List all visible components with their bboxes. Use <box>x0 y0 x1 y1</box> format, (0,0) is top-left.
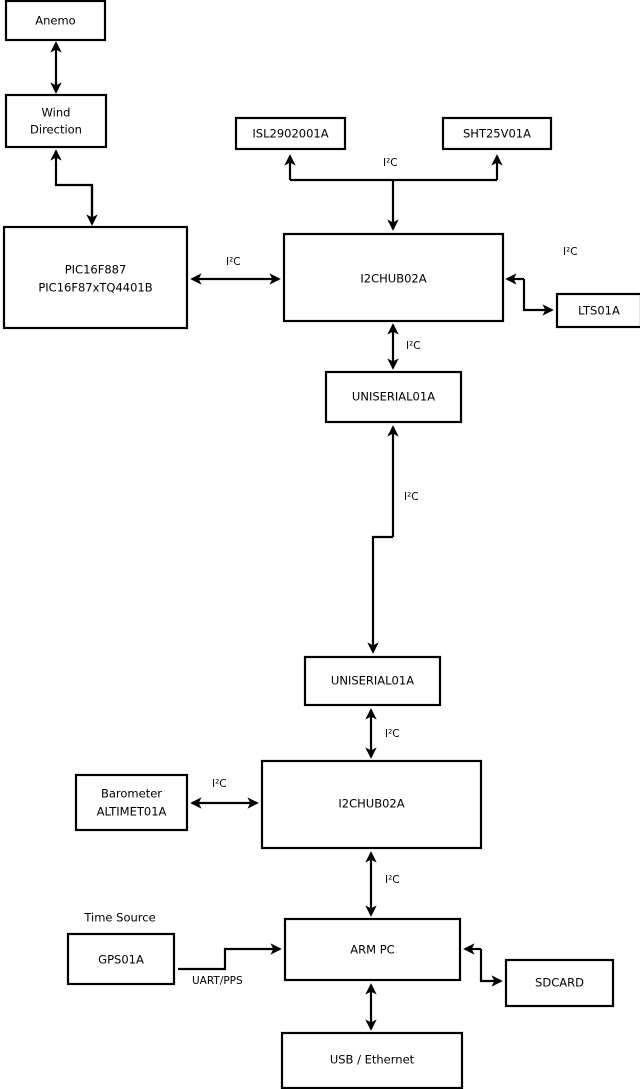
node-usb-ethernet-box[interactable] <box>280 1031 464 1089</box>
node-sdcard-box[interactable] <box>504 958 615 1008</box>
node-gps01a-label: GPS01A <box>98 953 144 967</box>
node-isl2902001a-label: ISL2902001A <box>252 127 328 141</box>
node-arm-pc-label: ARM PC <box>350 943 394 957</box>
node-barometer[interactable]: Barometer ALTIMET01A <box>74 773 189 832</box>
edge-label-hub-top-uniserial-top: I²C <box>406 340 421 352</box>
node-sdcard-label: SDCARD <box>535 976 584 990</box>
node-anemo-box[interactable] <box>4 0 107 42</box>
node-sdcard[interactable]: SDCARD <box>504 958 615 1008</box>
edge-hub-top-sensors: I²C <box>284 154 503 231</box>
node-wind-direction-label-line1: Wind <box>42 106 71 120</box>
node-isl2902001a-box[interactable] <box>234 116 347 151</box>
edge-uniserial-bottom-hub-bottom: I²C <box>365 708 400 759</box>
node-wind-direction-box[interactable] <box>4 93 108 149</box>
edge-label-barometer-hub-bottom: I²C <box>212 778 227 790</box>
node-uniserial01a-bottom[interactable]: UNISERIAL01A <box>303 655 442 707</box>
node-arm-pc-box[interactable] <box>283 917 462 982</box>
node-i2chub02a-bottom-label: I2CHUB02A <box>338 797 404 811</box>
node-pic-label-line1: PIC16F887 <box>65 263 127 277</box>
node-barometer-label-line1: Barometer <box>101 787 162 801</box>
edge-label-hub-bottom-arm-pc: I²C <box>385 874 400 886</box>
edge-label-hub-top-sensors: I²C <box>383 157 398 169</box>
node-uniserial01a-top-box[interactable] <box>324 370 463 424</box>
node-uniserial01a-top[interactable]: UNISERIAL01A <box>324 370 463 424</box>
edge-label-pic-hub-top: I²C <box>226 256 241 268</box>
node-pic-box[interactable] <box>2 225 189 330</box>
edge-barometer-hub-bottom: I²C <box>190 778 259 809</box>
node-sht25v01a[interactable]: SHT25V01A <box>441 116 553 151</box>
node-gps01a[interactable]: GPS01A <box>66 932 176 986</box>
node-arm-pc[interactable]: ARM PC <box>283 917 462 982</box>
node-usb-ethernet[interactable]: USB / Ethernet <box>280 1031 464 1089</box>
node-pic[interactable]: PIC16F887 PIC16F87xTQ4401B <box>2 225 189 330</box>
edge-hub-top-lts: I²C <box>505 246 578 316</box>
edge-arm-pc-sdcard <box>463 943 503 987</box>
node-pic-label-line2: PIC16F87xTQ4401B <box>38 281 152 295</box>
node-sht25v01a-label: SHT25V01A <box>463 127 531 141</box>
edge-path <box>178 943 282 971</box>
node-gps01a-box[interactable] <box>66 932 176 986</box>
edge-hub-top-uniserial-top: I²C <box>387 323 421 370</box>
node-sht25v01a-box[interactable] <box>441 116 553 151</box>
edge-arm-into-sdcard <box>479 949 503 987</box>
node-uniserial01a-bottom-label: UNISERIAL01A <box>331 674 414 688</box>
node-i2chub02a-top[interactable]: I2CHUB02A <box>282 232 505 323</box>
time-source-label: Time Source <box>83 911 155 925</box>
node-barometer-box[interactable] <box>74 773 189 832</box>
edge-label-hub-top-lts: I²C <box>563 246 578 258</box>
node-i2chub02a-top-box[interactable] <box>282 232 505 323</box>
edge-pic-hub-top: I²C <box>190 256 281 285</box>
node-anemo[interactable]: Anemo <box>4 0 107 42</box>
node-wind-direction-label-line2: Direction <box>30 123 82 137</box>
node-usb-ethernet-label: USB / Ethernet <box>330 1053 415 1067</box>
edge-label-uniserial-bottom-hub-bottom: I²C <box>385 728 400 740</box>
edge-uniserial-top-uniserial-bottom: I²C <box>367 425 419 654</box>
node-uniserial01a-top-label: UNISERIAL01A <box>352 390 435 404</box>
node-i2chub02a-bottom-box[interactable] <box>260 759 483 850</box>
node-wind-direction[interactable]: Wind Direction <box>4 93 108 149</box>
edge-gps-arm-pc: UART/PPS <box>178 943 282 987</box>
edge-down-to-uniserial-bottom <box>367 535 393 654</box>
edge-hub-bottom-arm-pc: I²C <box>365 851 400 917</box>
node-lts01a-box[interactable] <box>555 292 640 329</box>
edge-label-gps-arm-pc: UART/PPS <box>192 975 243 987</box>
edge-hub-into-lts <box>522 279 554 316</box>
node-lts01a-label: LTS01A <box>578 304 620 318</box>
edge-pic-wind-direction <box>50 149 98 226</box>
node-barometer-label-line2: ALTIMET01A <box>97 805 167 819</box>
node-isl2902001a[interactable]: ISL2902001A <box>234 116 347 151</box>
edge-path <box>50 149 94 224</box>
node-i2chub02a-top-label: I2CHUB02A <box>360 272 426 286</box>
node-anemo-label: Anemo <box>35 14 75 28</box>
node-uniserial01a-bottom-box[interactable] <box>303 655 442 707</box>
node-lts01a[interactable]: LTS01A <box>555 292 640 329</box>
node-i2chub02a-bottom[interactable]: I2CHUB02A <box>260 759 483 850</box>
edge-label-uniserial-link: I²C <box>404 491 419 503</box>
